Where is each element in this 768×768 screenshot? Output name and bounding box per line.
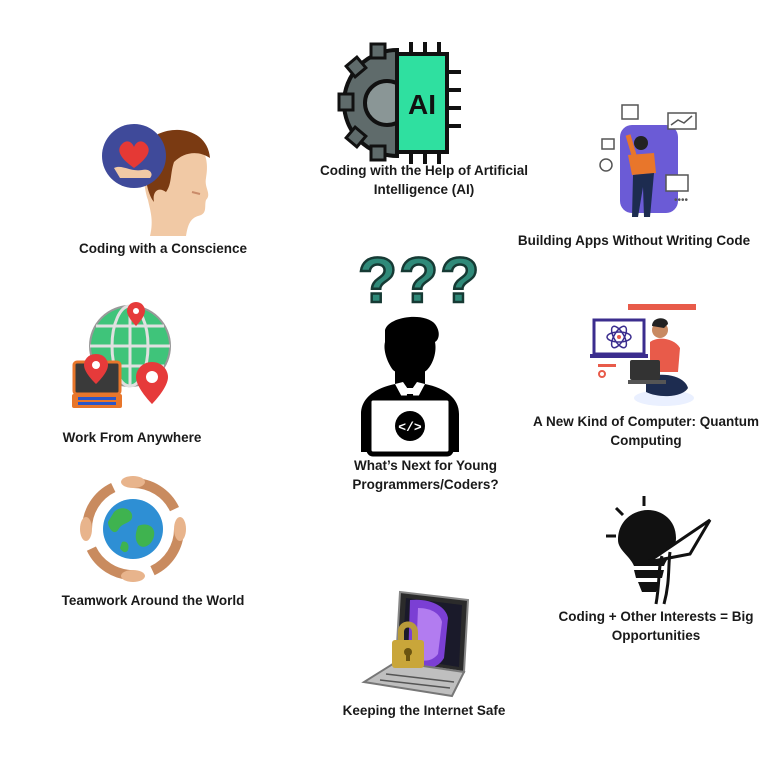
dashboard-person-icon: ••••	[599, 104, 697, 217]
topic-security-label: Keeping the Internet Safe	[342, 703, 506, 718]
ai-chip-gear-icon: AI	[337, 42, 461, 164]
globe-location-icon	[72, 302, 171, 408]
topic-interests-label: Coding + Other Interests = Big Opportuni…	[558, 609, 754, 643]
globe-hands-icon	[80, 476, 186, 582]
topic-remote-label: Work From Anywhere	[62, 430, 202, 445]
center-title: What’s Next for Young Programmers/Coders…	[352, 458, 499, 492]
lightbulb-rocket-icon	[606, 496, 712, 605]
head-heart-icon	[102, 124, 210, 236]
laptop-lock-icon	[361, 590, 470, 698]
topic-conscience-label: Coding with a Conscience	[78, 241, 248, 256]
svg-text:••••: ••••	[674, 195, 689, 206]
question-marks: ???	[357, 244, 482, 317]
programmer-icon: </>	[361, 316, 459, 457]
topic-teamwork-label: Teamwork Around the World	[61, 593, 245, 608]
topic-ai-label: Coding with the Help of Artificial Intel…	[320, 163, 528, 197]
topic-quantum-label: A New Kind of Computer: Quantum Computin…	[533, 414, 759, 448]
quantum-laptop-icon	[590, 304, 696, 406]
ai-chip-text: AI	[408, 89, 436, 120]
code-symbol: </>	[398, 420, 422, 435]
topic-nocode-label: Building Apps Without Writing Code	[517, 233, 751, 248]
